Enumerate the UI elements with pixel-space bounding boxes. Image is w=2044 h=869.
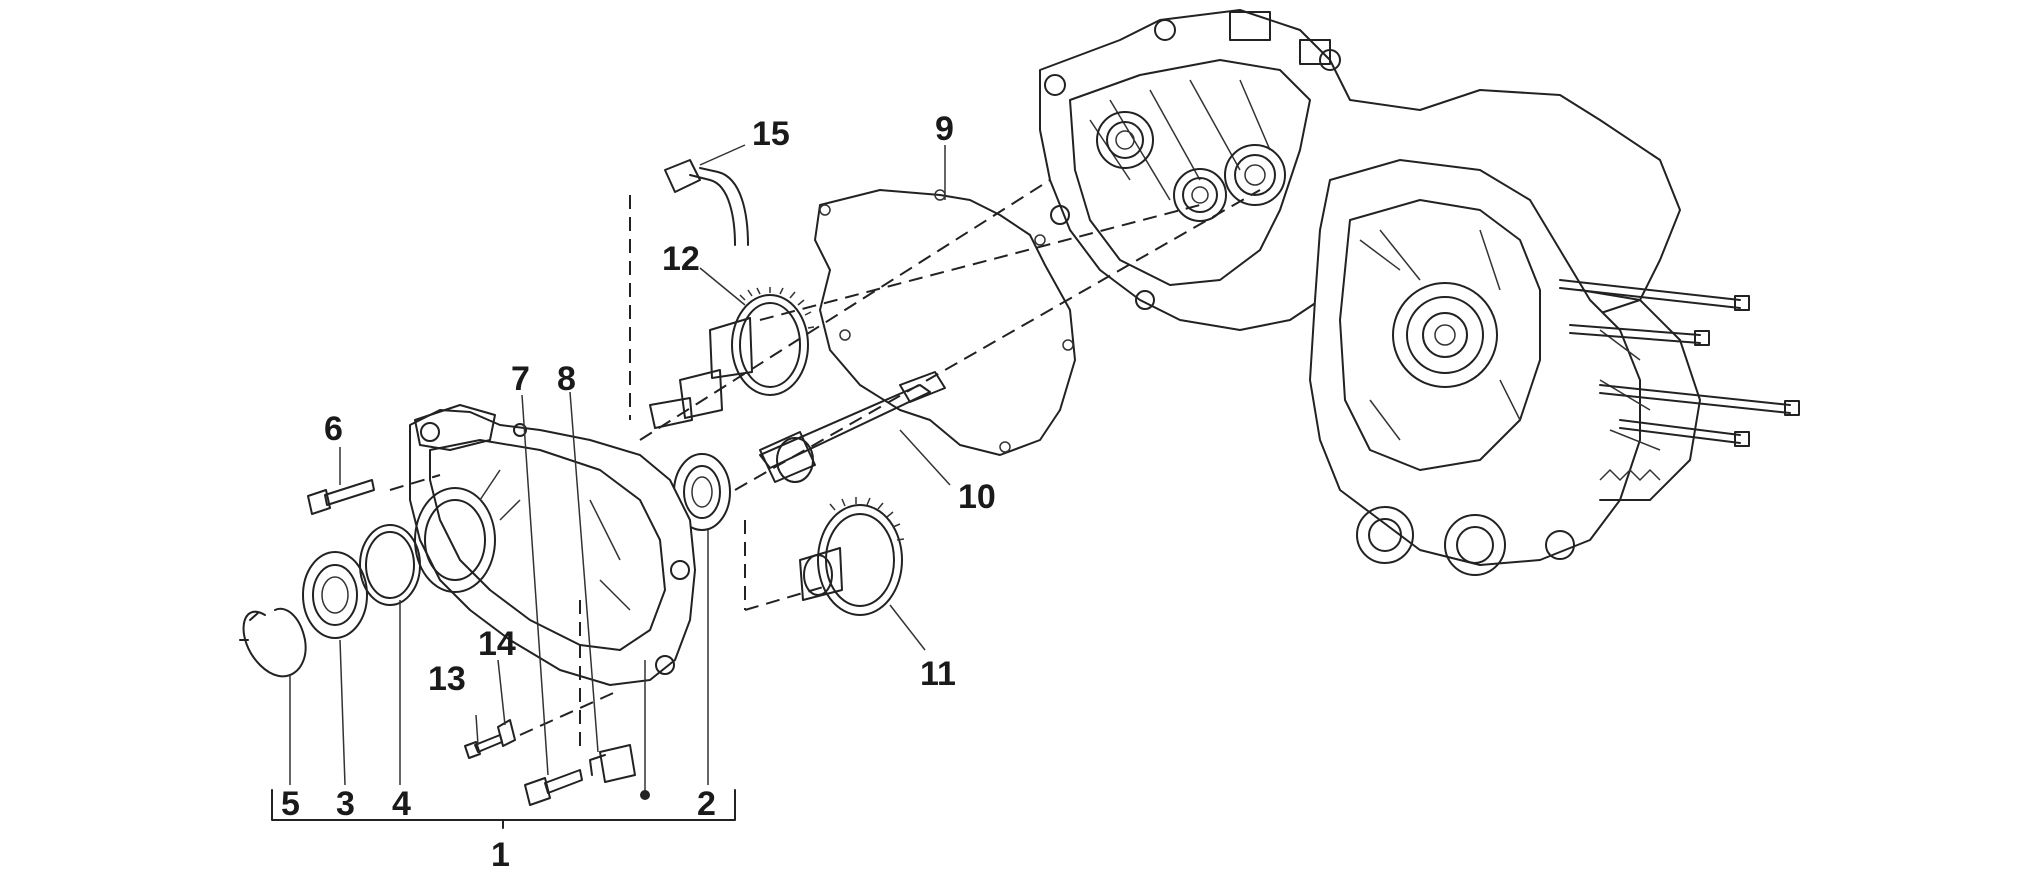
bearing-bore-1 — [1096, 111, 1154, 169]
callout-12: 12 — [662, 240, 700, 278]
callout-3: 3 — [336, 785, 355, 823]
callout-15: 15 — [752, 115, 790, 153]
lower-bearing-right — [1444, 514, 1506, 576]
group-bracket — [271, 789, 736, 829]
callout-14: 14 — [478, 625, 516, 663]
callout-11: 11 — [920, 655, 956, 693]
callout-7: 7 — [511, 360, 530, 398]
callout-5: 5 — [281, 785, 300, 823]
crankshaft-bore — [1392, 282, 1498, 388]
output-shaft — [759, 371, 946, 483]
callout-10: 10 — [958, 478, 996, 516]
assembly-guide-lines — [389, 179, 1261, 750]
transmission-cover — [409, 404, 696, 686]
callout-labels: 1 2 3 4 5 6 7 8 9 10 11 12 13 14 15 — [281, 110, 996, 869]
callout-6: 6 — [324, 410, 343, 448]
callout-9: 9 — [935, 110, 954, 148]
breather-15 — [664, 159, 749, 246]
washer-14 — [497, 719, 516, 747]
engine-crankcase — [1039, 9, 1800, 576]
bearing-3 — [302, 551, 368, 639]
leader-lines — [289, 144, 951, 800]
gear-12 — [649, 287, 815, 429]
callout-1: 1 — [491, 836, 510, 869]
bolt-13 — [464, 734, 503, 759]
gasket — [814, 189, 1076, 456]
lower-bearing-left — [1356, 506, 1414, 564]
seal-ring-4 — [359, 524, 421, 606]
stud-bolts — [1559, 279, 1800, 447]
callout-4: 4 — [392, 785, 411, 823]
bearing-bore-2 — [1173, 168, 1227, 222]
bolt-7 — [524, 769, 583, 806]
gear-11 — [799, 497, 905, 616]
bracket-8 — [589, 744, 636, 783]
circlip-5 — [239, 607, 307, 678]
callout-8: 8 — [557, 360, 576, 398]
bolt-6 — [307, 479, 375, 515]
bearing-bore-3 — [1224, 144, 1286, 206]
callout-13: 13 — [428, 660, 466, 698]
callout-2: 2 — [697, 785, 716, 823]
